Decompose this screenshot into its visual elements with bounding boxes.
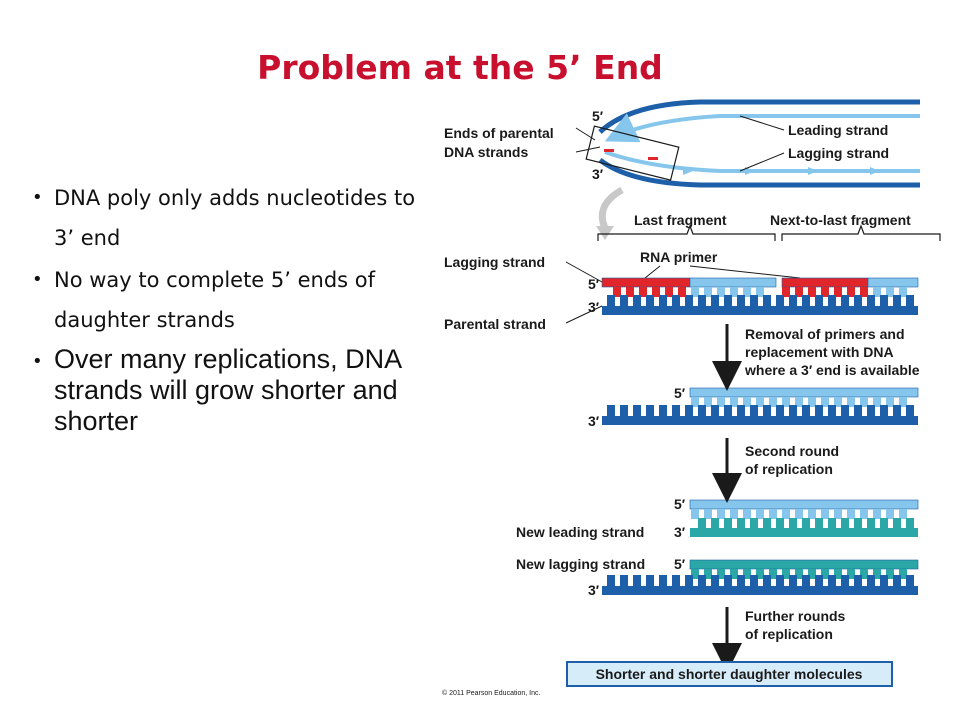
ends-of-parental-label: Ends of parental [444,125,554,141]
five-prime-label: 5′ [592,108,604,124]
bullet-item: • No way to complete 5’ ends of daughter … [28,260,428,340]
step2-text: of replication [745,461,833,477]
step3-text: Further rounds [745,608,846,624]
ends-of-parental-label-2: DNA strands [444,144,528,160]
dna-duplex [601,277,919,315]
step1-text: Removal of primers and [745,326,905,342]
bullet-dot: • [32,351,43,372]
three-prime-label: 3′ [588,582,600,598]
five-prime-label: 5′ [674,385,686,401]
five-prime-label: 5′ [588,276,600,292]
last-fragment-label: Last fragment [634,212,727,228]
result-box [566,661,893,687]
three-prime-label: 3′ [674,524,686,540]
bullet-text: No way to complete 5’ ends of daughter s… [54,268,376,332]
step3-text: of replication [745,626,833,642]
three-prime-label: 3′ [588,299,600,315]
step1-text: replacement with DNA [745,344,894,360]
bullet-text: DNA poly only adds nucleotides to 3’ end [54,186,416,250]
step2-text: Second round [745,443,839,459]
dna-duplex [602,387,919,425]
bullet-item: • Over many replications, DNA strands wil… [28,344,428,437]
duplex-layer [601,277,919,595]
bullet-item: • DNA poly only adds nucleotides to 3’ en… [28,178,428,258]
three-prime-label: 3′ [592,166,604,182]
lagging-strand-top-label: Lagging strand [788,145,889,161]
parental-strand-label: Parental strand [444,316,546,332]
lagging-strand-label: Lagging strand [444,254,545,270]
next-to-last-fragment-label: Next-to-last fragment [770,212,911,228]
three-prime-label: 3′ [588,413,600,429]
result-label: Shorter and shorter daughter molecules [596,666,863,682]
new-leading-strand-label: New leading strand [516,524,644,540]
five-prime-label: 5′ [674,496,686,512]
replication-fork [575,99,920,240]
copyright-text: © 2011 Pearson Education, Inc. [442,689,540,697]
step1-text: where a 3′ end is available [744,362,920,378]
new-lagging-strand-label: New lagging strand [516,556,645,572]
bullet-dot: • [32,269,43,290]
dna-duplex [689,499,919,537]
dna-duplex [602,559,919,595]
bullet-list: • DNA poly only adds nucleotides to 3’ en… [28,178,428,437]
slide-title: Problem at the 5’ End [257,48,663,87]
rna-primer-label: RNA primer [640,249,718,265]
bullet-dot: • [32,187,43,208]
leading-strand-label: Leading strand [788,122,888,138]
five-prime-label: 5′ [674,556,686,572]
bullet-text: Over many replications, DNA strands will… [54,344,401,436]
